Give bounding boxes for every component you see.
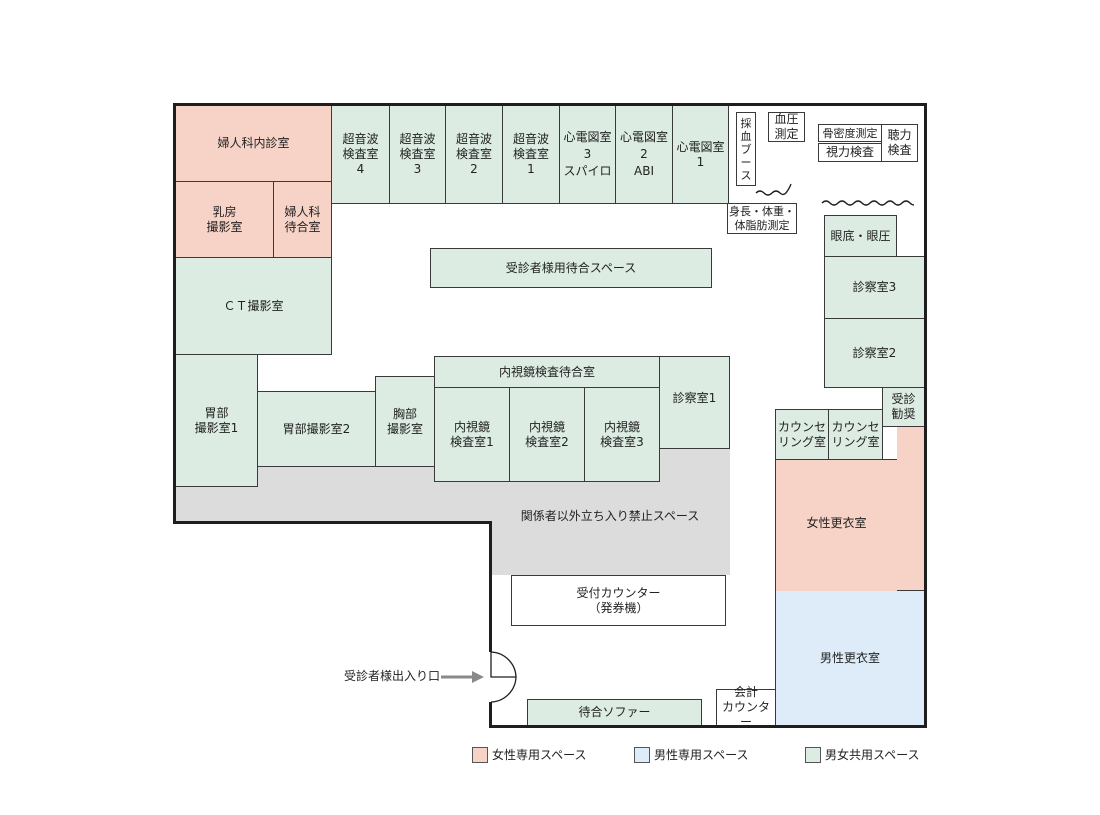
bone-density-station-label: 骨密度測定	[822, 126, 878, 140]
ecg-room-1: 心電図室 1	[672, 105, 729, 204]
ecg-room-2-label: 心電図室 2 ABI	[619, 130, 668, 178]
counseling-room-1: カウンセ リング室	[775, 409, 829, 460]
ecg-room-2: 心電図室 2 ABI	[615, 105, 673, 204]
endoscopy-room-2-label: 内視鏡 検査室2	[525, 419, 569, 449]
blood-draw-booth: 採 血 ブ ー ス	[736, 112, 756, 186]
wall-right	[924, 103, 927, 728]
body-measurement-station: 身長・体重・ 体脂肪測定	[727, 203, 797, 234]
wall-top	[173, 103, 927, 106]
gynecology-exam-room-label: 婦人科内診室	[217, 136, 290, 150]
ultrasound-room-1-label: 超音波 検査室 1	[512, 132, 549, 176]
reception-counter: 受付カウンター （発券機）	[511, 575, 726, 626]
legend-shared-label: 男女共用スペース	[825, 748, 920, 762]
male-locker-corner	[776, 591, 897, 625]
exam-room-3-label: 診察室3	[852, 280, 897, 294]
legend-female-label: 女性専用スペース	[492, 748, 587, 762]
patient-waiting-space-label: 受診者様用待合スペース	[505, 260, 637, 275]
ultrasound-room-2: 超音波 検査室 2	[445, 105, 503, 204]
counseling-room-1-label: カウンセ リング室	[777, 419, 826, 449]
exam-room-3: 診察室3	[824, 256, 925, 319]
waiting-sofa-label: 待合ソファー	[578, 705, 651, 719]
ecg-room-3-label: 心電図室 3 スパイロ	[563, 130, 612, 178]
wall-bottom	[489, 725, 927, 728]
stomach-xray-room-2: 胃部撮影室2	[257, 391, 376, 467]
exam-room-1-label: 診察室1	[672, 391, 717, 405]
male-locker-room-label: 男性更衣室	[819, 650, 880, 665]
ecg-room-1-label: 心電図室 1	[676, 139, 725, 169]
hearing-test-station: 聴力 検査	[881, 124, 918, 162]
wall-inner-left-lower	[489, 702, 492, 728]
ultrasound-room-4: 超音波 検査室 4	[331, 105, 390, 204]
wavy-partition-icon-2	[821, 200, 915, 206]
wall-left-bottom	[173, 521, 492, 524]
ultrasound-room-3-label: 超音波 検査室 3	[399, 132, 436, 176]
hearing-test-station-label: 聴力 検査	[887, 128, 912, 157]
female-locker-inner	[776, 460, 897, 591]
endoscopy-waiting-room-label: 内視鏡検査待合室	[498, 364, 595, 379]
accounting-counter: 会計 カウンター	[716, 685, 776, 729]
stomach-xray-room-1-label: 胃部 撮影室1	[194, 405, 239, 435]
endoscopy-room-1: 内視鏡 検査室1	[434, 387, 510, 482]
vision-test-station-label: 視力検査	[825, 145, 874, 159]
endoscopy-room-1-label: 内視鏡 検査室1	[450, 419, 494, 449]
body-measurement-station-label: 身長・体重・ 体脂肪測定	[729, 204, 795, 232]
ct-room-label: ＣＴ撮影室	[223, 298, 284, 313]
exam-room-2-label: 診察室2	[852, 345, 897, 360]
endoscopy-room-3: 内視鏡 検査室3	[584, 387, 660, 482]
gynecology-waiting-room: 婦人科 待合室	[273, 181, 332, 258]
endoscopy-waiting-room: 内視鏡検査待合室	[434, 356, 660, 388]
blood-draw-booth-label: 採 血 ブ ー ス	[740, 116, 752, 182]
stomach-xray-room-2-label: 胃部撮影室2	[282, 421, 351, 436]
ultrasound-room-2-label: 超音波 検査室 2	[455, 132, 492, 176]
wall-inner-left-upper	[489, 521, 492, 652]
blood-pressure-station-label: 血圧 測定	[774, 112, 799, 141]
chest-xray-room-label: 胸部 撮影室	[386, 406, 423, 436]
endoscopy-room-3-label: 内視鏡 検査室3	[600, 419, 644, 449]
legend-shared-swatch	[805, 747, 821, 763]
counseling-room-2: カウンセ リング室	[828, 409, 883, 460]
exam-room-2: 診察室2	[824, 318, 925, 388]
ultrasound-room-4-label: 超音波 検査室 4	[342, 132, 379, 176]
exam-room-1: 診察室1	[659, 356, 730, 449]
legend-male-label: 男性専用スペース	[654, 748, 749, 762]
bone-density-station: 骨密度測定	[818, 124, 882, 142]
restricted-area-label: 関係者以外立ち入り禁止スペース	[520, 509, 700, 523]
female-locker-label-overlay: 女性更衣室	[806, 516, 867, 530]
wavy-partition-icon-1	[755, 183, 792, 196]
ultrasound-room-1: 超音波 検査室 1	[502, 105, 560, 204]
consult-recommend-room-label: 受診 勧奨	[891, 392, 916, 421]
fundus-pressure-room-label: 眼底・眼圧	[830, 228, 891, 243]
ultrasound-room-3: 超音波 検査室 3	[389, 105, 446, 204]
wall-left	[173, 103, 176, 524]
patient-waiting-space: 受診者様用待合スペース	[430, 248, 712, 288]
gynecology-waiting-room-label: 婦人科 待合室	[284, 204, 321, 234]
reception-counter-label: 受付カウンター （発券機）	[576, 585, 661, 615]
legend-male-swatch	[634, 747, 650, 763]
counseling-room-2-label: カウンセ リング室	[831, 419, 880, 449]
endoscopy-room-2: 内視鏡 検査室2	[509, 387, 585, 482]
ct-room: ＣＴ撮影室	[175, 257, 332, 355]
fundus-pressure-room: 眼底・眼圧	[824, 215, 897, 257]
blood-pressure-station: 血圧 測定	[768, 112, 805, 142]
legend-female-swatch	[472, 747, 488, 763]
entrance-label: 受診者様出入り口	[343, 669, 440, 683]
mammography-room-label: 乳房 撮影室	[206, 204, 243, 234]
